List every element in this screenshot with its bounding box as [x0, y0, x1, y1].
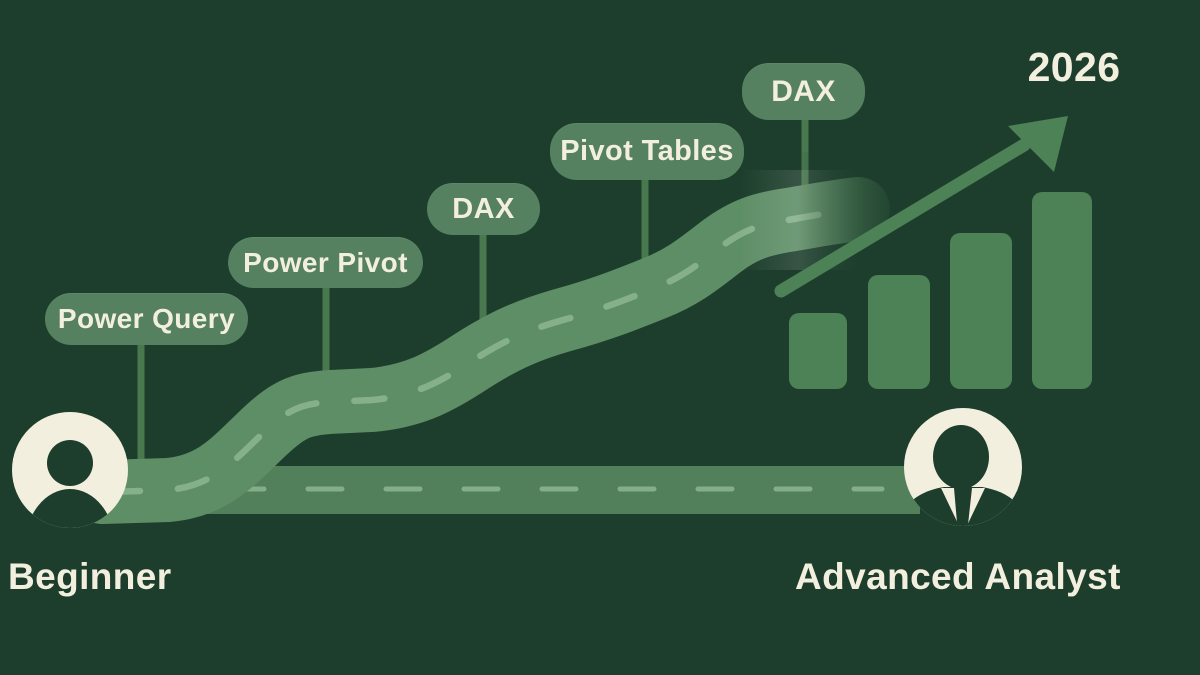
growth-arrow-icon: [774, 116, 1068, 298]
growth-bar-1: [789, 313, 847, 389]
milestone-badge-power-pivot: Power Pivot: [228, 237, 423, 288]
milestone-badge-power-query: Power Query: [45, 293, 248, 345]
year-label: 2026: [1027, 44, 1121, 90]
growth-arrow-head: [1008, 116, 1068, 172]
growth-bar-chart: [789, 192, 1092, 389]
milestone-badge-dax-1: DAX: [427, 183, 540, 235]
milestone-label: DAX: [452, 192, 515, 225]
growth-bar-3: [950, 233, 1012, 389]
beginner-avatar-body: [25, 489, 115, 528]
beginner-avatar-icon: [12, 412, 128, 528]
growth-bar-2: [868, 275, 930, 389]
beginner-label: Beginner: [8, 556, 172, 597]
beginner-avatar-head: [47, 440, 93, 486]
milestone-label: Power Pivot: [243, 246, 408, 278]
analyst-avatar-tie: [954, 488, 972, 526]
growth-arrow-shaft: [774, 138, 1031, 298]
growth-bar-4: [1032, 192, 1092, 389]
milestone-label: Power Query: [57, 303, 236, 334]
milestone-label: DAX: [771, 74, 836, 108]
milestone-badge-dax-2: DAX: [742, 63, 865, 120]
milestone-badge-pivot-tables: Pivot Tables: [550, 123, 744, 180]
analyst-avatar-icon: [904, 408, 1022, 526]
analyst-avatar-head: [933, 425, 989, 489]
advanced-analyst-label: Advanced Analyst: [795, 556, 1121, 597]
milestone-label: Pivot Tables: [560, 135, 734, 167]
